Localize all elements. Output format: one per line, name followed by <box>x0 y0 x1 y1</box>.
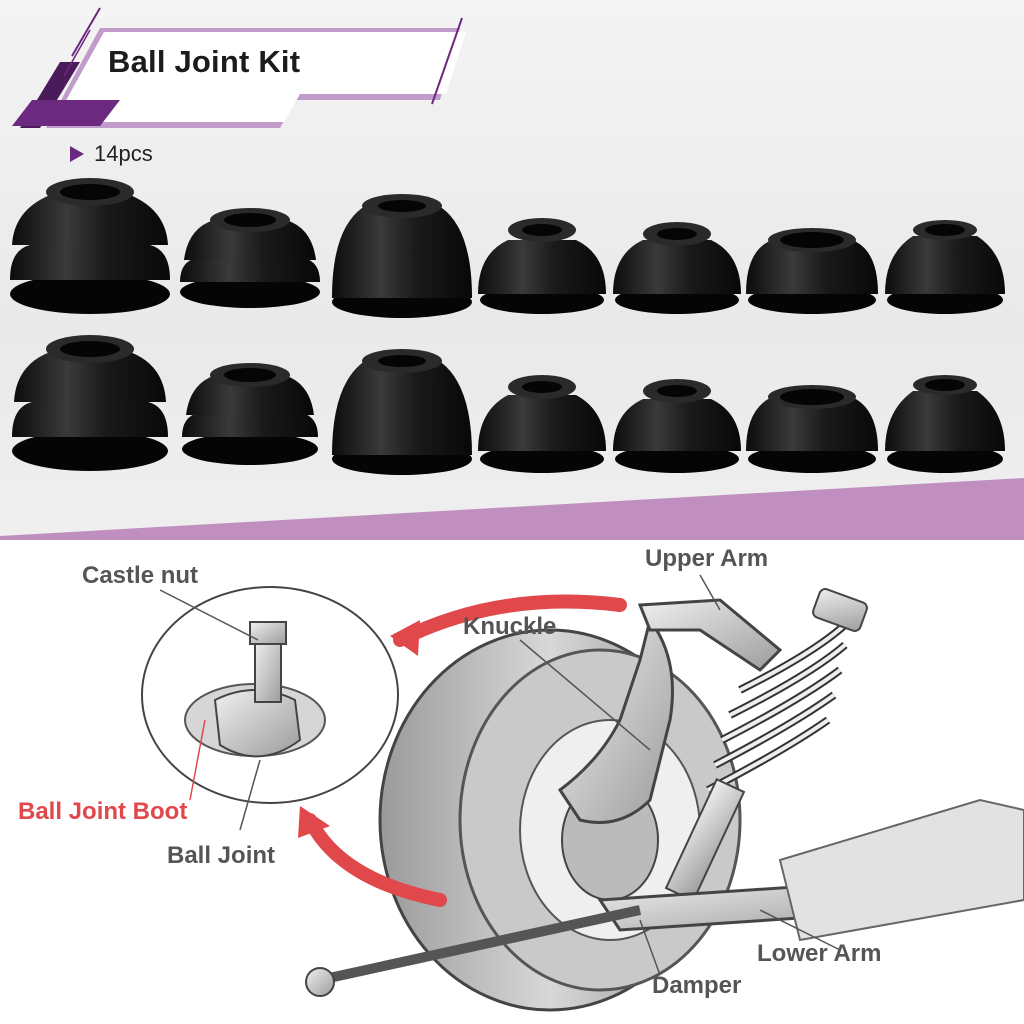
red-arrow-bottom <box>303 813 447 907</box>
title-banner <box>12 7 466 128</box>
piece-count-label: 14pcs <box>94 141 153 166</box>
boot-row-2 <box>12 335 1005 475</box>
boot-small-3 <box>885 220 1005 314</box>
label-ball-joint-boot: Ball Joint Boot <box>18 798 188 825</box>
boot-grid <box>10 178 1005 475</box>
boot-large-1 <box>10 178 170 314</box>
label-knuckle: Knuckle <box>463 613 557 640</box>
boot-wide-1 <box>746 228 878 314</box>
boot-dome-1 <box>332 194 472 318</box>
upper-arm-part <box>637 598 783 672</box>
page-title: Ball Joint Kit <box>108 44 301 79</box>
red-arrow-top <box>393 594 627 647</box>
suspension-diagram <box>141 574 1024 1012</box>
boot-wide-2 <box>746 385 878 473</box>
boot-large-2 <box>12 335 168 471</box>
boot-small-4 <box>478 375 606 473</box>
inset-detail <box>141 586 399 804</box>
boot-small-1 <box>478 218 606 314</box>
drive-shaft <box>318 905 642 985</box>
label-castle-nut: Castle nut <box>82 562 199 589</box>
piece-count: 14pcs <box>70 140 153 168</box>
subframe <box>778 798 1024 942</box>
label-ball-joint: Ball Joint <box>167 842 276 869</box>
label-damper: Damper <box>652 972 742 999</box>
boot-row-1 <box>10 178 1005 318</box>
label-upper-arm: Upper Arm <box>645 545 769 572</box>
arrow-icon <box>70 146 84 162</box>
boot-small-6 <box>885 375 1005 473</box>
boot-medium-1 <box>180 208 320 308</box>
strut-top <box>812 588 868 632</box>
boot-small-2 <box>613 222 741 314</box>
knuckle-part <box>557 616 674 824</box>
boot-dome-2 <box>332 349 472 475</box>
label-lower-arm: Lower Arm <box>757 940 882 967</box>
boot-small-5 <box>613 379 741 473</box>
boot-medium-2 <box>182 363 318 465</box>
